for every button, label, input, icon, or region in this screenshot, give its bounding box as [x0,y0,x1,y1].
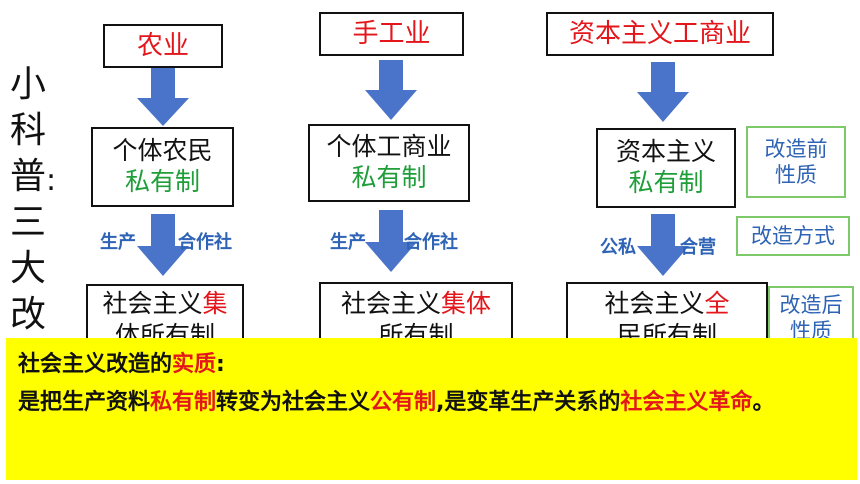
arrow-down-icon [637,62,689,122]
summary-highlight: 公有制 [370,390,437,415]
summary-text: 是把生产资料 [18,390,151,415]
vertical-title-char: 小 [9,64,46,105]
arrow-down-icon [137,68,189,126]
method-left: 生产 [100,232,136,253]
sector-box-capitalist: 资本主义工商业 [546,12,774,56]
summary-text: 。 [752,390,775,415]
method-left: 生产 [330,232,366,253]
sector-box-handicraft: 手工业 [319,12,464,56]
before-ownership: 私有制 [124,167,200,196]
before-owner: 个体工商业 [326,132,452,161]
summary-body: 是把生产资料私有制转变为社会主义公有制,是变革生产关系的社会主义革命。 [18,384,845,422]
vertical-title-char: 三 [9,202,46,243]
after-prefix: 社会主义 [102,289,203,318]
before-ownership: 私有制 [628,168,704,197]
after-box-handicraft: 社会主义集体 所有制 [319,282,513,348]
vertical-title-char: 普 [9,156,46,197]
after-prefix: 社会主义 [604,289,705,318]
sector-label: 资本主义工商业 [568,19,751,49]
tag-before-nature: 改造前性质 [746,126,846,198]
tag-text: 改造前性质 [764,137,828,187]
after-highlight: 集 [202,289,228,318]
after-prefix: 社会主义 [340,289,441,318]
summary-highlight: 社会主义革命 [620,390,753,415]
method-right: 合作社 [404,232,458,253]
after-line1: 社会主义集体 [321,288,511,320]
after-line1: 社会主义全 [568,288,766,320]
after-highlight: 集体 [441,289,492,318]
summary-panel: 社会主义改造的实质: 是把生产资料私有制转变为社会主义公有制,是变革生产关系的社… [6,338,857,480]
before-ownership: 私有制 [351,163,427,192]
sector-label: 手工业 [352,19,431,49]
vertical-title-char: 大 [9,248,46,289]
summary-text: 转变为社会主义 [216,390,371,415]
summary-text: ,是变革生产关系的 [436,390,621,415]
before-box-capitalist: 资本主义 私有制 [596,128,736,208]
arrow-down-icon [137,214,189,276]
arrow-down-icon [365,210,417,272]
after-line1: 社会主义集 [88,288,242,320]
summary-highlight: 私有制 [150,390,217,415]
vertical-title-char: 改 [9,294,46,335]
arrow-down-icon [365,60,417,120]
tag-text: 改造后性质 [779,293,843,343]
sector-label: 农业 [136,31,189,61]
after-highlight: 全 [704,289,730,318]
before-box-handicraft: 个体工商业 私有制 [308,124,470,202]
summary-title-highlight: 实质 [172,352,217,377]
method-right: 合营 [680,237,716,258]
tag-method: 改造方式 [736,216,850,256]
summary-title-prefix: 社会主义改造的 [18,352,173,377]
sector-box-agriculture: 农业 [103,24,223,68]
before-owner: 资本主义 [615,137,716,166]
method-right: 合作社 [178,232,232,253]
before-box-agriculture: 个体农民 私有制 [91,127,234,207]
method-left: 公私 [600,237,636,258]
arrow-down-icon [637,214,689,276]
tag-text: 改造方式 [751,224,835,248]
vertical-title-colon: : [46,163,57,198]
before-owner: 个体农民 [112,136,213,165]
vertical-title-char: 科 [9,110,46,151]
summary-title: 社会主义改造的实质: [18,346,845,384]
after-box-agriculture: 社会主义集 体所有制 [86,284,244,348]
vertical-title: 小 科 普: 三 大 改 [6,62,56,338]
summary-title-suffix: : [216,352,225,377]
